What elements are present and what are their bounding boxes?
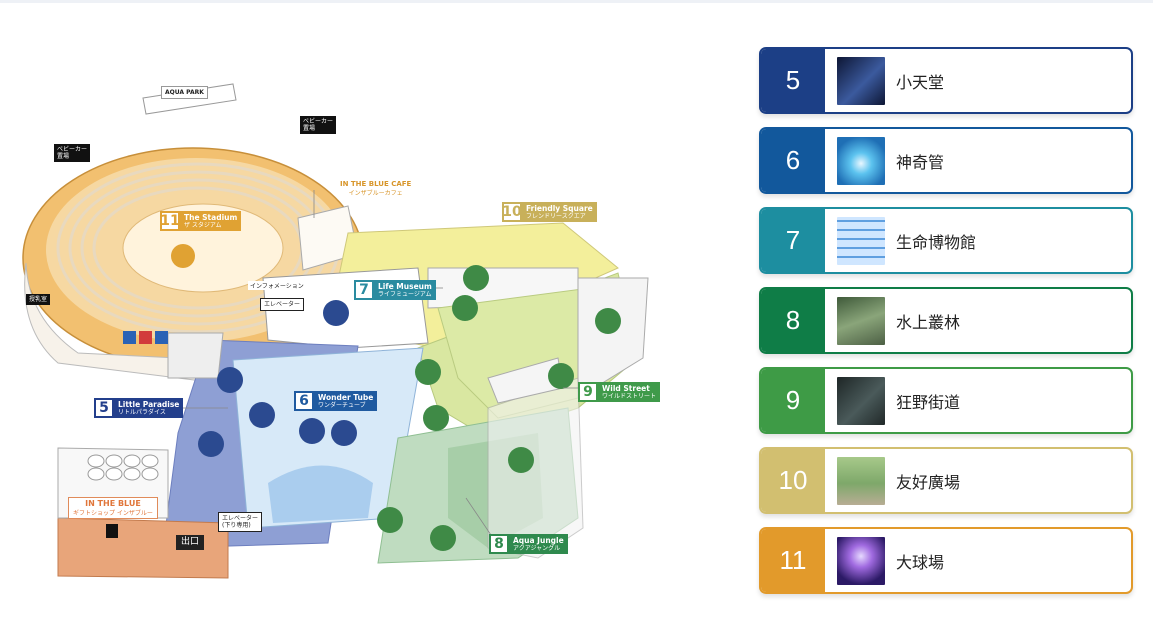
aquarium-floor-map: AQUA PARK ベビーカー 置場 ベビーカー 置場 授乳室 インフォメーショ… bbox=[18, 78, 661, 583]
zone-card-7[interactable]: 7 生命博物館 bbox=[759, 207, 1133, 274]
stroller-parking-left-sign: ベビーカー 置場 bbox=[54, 144, 91, 162]
elevator-sign: エレベーター bbox=[260, 298, 305, 311]
zone-card-number: 9 bbox=[761, 369, 825, 432]
zone-name-en: Friendly Square bbox=[526, 203, 593, 213]
zone-card-10[interactable]: 10 友好廣場 bbox=[759, 447, 1133, 514]
zone-card-thumbnail bbox=[837, 537, 885, 585]
cafe-label-jp: インザブルーカフェ bbox=[348, 190, 403, 197]
information-sign: インフォメーション bbox=[248, 281, 306, 290]
zone-card-11[interactable]: 11 大球場 bbox=[759, 527, 1133, 594]
cafe-label: IN THE BLUE CAFE インザブルーカフェ bbox=[340, 180, 411, 197]
gift-shop-label-jp: ギフトショップ インザブルー bbox=[73, 510, 153, 517]
zone-name-en: Aqua Jungle bbox=[513, 535, 564, 545]
zone-card-9[interactable]: 9 狂野街道 bbox=[759, 367, 1133, 434]
zone-card-name: 大球場 bbox=[896, 552, 945, 572]
zone-number: 9 bbox=[578, 382, 598, 402]
top-divider bbox=[0, 0, 1153, 3]
zone-number: 5 bbox=[94, 398, 114, 418]
zone-card-name: 生命博物館 bbox=[896, 232, 977, 252]
zone-card-thumbnail bbox=[837, 137, 885, 185]
zone-card-number: 6 bbox=[761, 129, 825, 192]
zone-number: 8 bbox=[489, 534, 509, 554]
gift-shop-label-en: IN THE BLUE bbox=[85, 499, 141, 508]
zone-card-name: 狂野街道 bbox=[896, 392, 961, 412]
zone-name-en: Wonder Tube bbox=[318, 392, 374, 402]
zone-card-name: 友好廣場 bbox=[896, 472, 961, 492]
zone-card-name: 小天堂 bbox=[896, 72, 945, 92]
zone-name-en: Life Museum bbox=[378, 281, 432, 291]
zone-card-number: 8 bbox=[761, 289, 825, 352]
zone-card-name: 水上叢林 bbox=[896, 312, 961, 332]
zone-name-jp: ワイルドストリート bbox=[602, 392, 657, 400]
elevator-down-only-sign: エレベーター (下り専用) bbox=[218, 512, 263, 532]
zone-name-jp: リトルパラダイス bbox=[118, 408, 166, 416]
zone-card-name: 神奇管 bbox=[896, 152, 945, 172]
zone-name-jp: ワンダーチューブ bbox=[318, 401, 366, 409]
zone-card-number: 7 bbox=[761, 209, 825, 272]
aquapark-sign: AQUA PARK bbox=[161, 86, 208, 99]
zone-name-jp: アクアジャングル bbox=[513, 544, 561, 552]
zone-number: 10 bbox=[502, 202, 522, 222]
zone-number: 7 bbox=[354, 280, 374, 300]
zone-card-thumbnail bbox=[837, 457, 885, 505]
zone-name-en: The Stadium bbox=[184, 212, 238, 222]
zone-card-number: 11 bbox=[761, 529, 825, 592]
zone-card-number: 10 bbox=[761, 449, 825, 512]
animal-marker-icons bbox=[171, 244, 621, 551]
stroller-parking-right-sign: ベビーカー 置場 bbox=[300, 116, 337, 134]
zone-number: 11 bbox=[160, 211, 180, 231]
zone-name-en: Little Paradise bbox=[118, 399, 180, 409]
zone-card-thumbnail bbox=[837, 377, 885, 425]
nursing-room-sign: 授乳室 bbox=[26, 294, 51, 305]
zone-name-en: Wild Street bbox=[602, 383, 650, 393]
cafe-label-en: IN THE BLUE CAFE bbox=[340, 180, 412, 188]
zone-name-jp: フレンドリースクエア bbox=[526, 212, 586, 220]
zone-number: 6 bbox=[294, 391, 314, 411]
zone-card-8[interactable]: 8 水上叢林 bbox=[759, 287, 1133, 354]
exit-sign: 出口 bbox=[176, 535, 205, 550]
zone-card-5[interactable]: 5 小天堂 bbox=[759, 47, 1133, 114]
zone-name-jp: ザ スタジアム bbox=[184, 221, 222, 229]
zone-card-number: 5 bbox=[761, 49, 825, 112]
zone-card-thumbnail bbox=[837, 217, 885, 265]
zone-card-thumbnail bbox=[837, 57, 885, 105]
zone-name-jp: ライフミュージアム bbox=[378, 290, 432, 298]
gift-shop-label: IN THE BLUE ギフトショップ インザブルー bbox=[68, 497, 158, 519]
zone-card-thumbnail bbox=[837, 297, 885, 345]
zone-card-6[interactable]: 6 神奇管 bbox=[759, 127, 1133, 194]
